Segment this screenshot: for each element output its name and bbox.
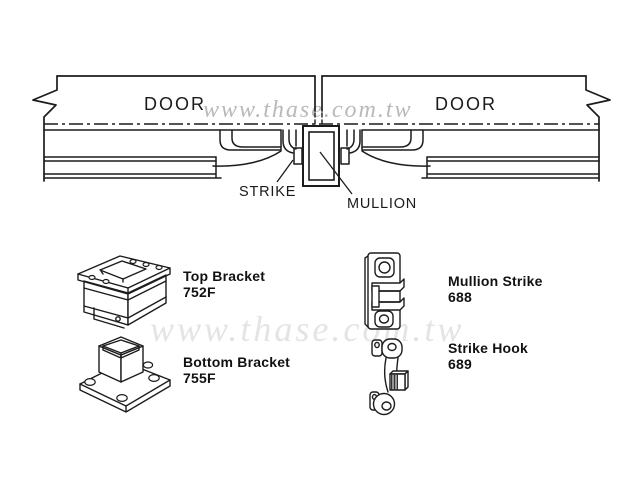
bracket-opening-depth xyxy=(100,270,124,283)
strike-bottom-hole xyxy=(378,314,390,324)
strike-top-hole xyxy=(378,261,391,274)
right-frame-sweep-curve xyxy=(361,150,431,167)
box-top-rim xyxy=(98,336,144,356)
left-frame-sweep-curve xyxy=(212,150,282,167)
strike-leader-line xyxy=(276,159,294,183)
part-name: Top Bracket xyxy=(183,268,266,284)
right-latch-prep-inner xyxy=(361,129,412,148)
door-gap-lines xyxy=(314,75,323,112)
strike-label: STRIKE xyxy=(239,184,296,200)
left-latch-prep-outer xyxy=(219,129,282,151)
mullion-label: MULLION xyxy=(347,196,417,212)
left-frame-lower-band xyxy=(43,156,222,179)
left-latch-prep-inner xyxy=(231,129,282,148)
right-door-label: DOOR xyxy=(435,94,497,114)
part-label-strike-hook: Strike Hook 689 xyxy=(448,340,528,372)
right-latch-prep-outer xyxy=(361,129,424,151)
base-flange-thickness xyxy=(79,379,171,413)
base-flange-holes xyxy=(84,361,160,402)
strike-bottom-grommet xyxy=(374,310,394,328)
top-bracket-drawing xyxy=(77,255,171,329)
left-frame-mid-lines xyxy=(43,156,217,162)
mullion-strike-drawing xyxy=(364,252,405,330)
bracket-body-seams xyxy=(83,280,167,319)
box-inner-walls xyxy=(102,345,140,359)
watermark-middle: www.thase.com.tw xyxy=(150,309,465,349)
hook-bottom-eyelet-hole xyxy=(381,401,392,411)
hook-block-hatching xyxy=(391,374,398,390)
strike-top-grommet xyxy=(374,257,395,278)
right-frame-mid-lines xyxy=(426,156,600,162)
part-model: 688 xyxy=(448,289,472,305)
right-strike-block xyxy=(340,147,350,165)
part-name: Bottom Bracket xyxy=(183,354,291,370)
part-model: 689 xyxy=(448,356,472,372)
part-label-top-bracket: Top Bracket 752F xyxy=(183,268,265,300)
right-frame-lower-band xyxy=(421,156,600,179)
mullion-inner xyxy=(308,131,335,181)
hook-top-tab-hole xyxy=(374,341,380,349)
strike-web xyxy=(371,285,380,308)
right-door-break-symbol xyxy=(585,75,611,182)
mullion-leader-line xyxy=(319,151,353,195)
part-name: Strike Hook xyxy=(448,340,528,356)
part-label-mullion-strike: Mullion Strike 688 xyxy=(448,273,543,305)
part-label-bottom-bracket: Bottom Bracket 755F xyxy=(183,354,290,386)
strike-plate-edge xyxy=(364,255,369,328)
hook-head xyxy=(381,338,403,359)
bracket-flange-thickness xyxy=(77,267,171,295)
part-name: Mullion Strike xyxy=(448,273,543,289)
strike-pocket-lines xyxy=(378,290,401,303)
strike-hook-drawing xyxy=(369,338,409,416)
hook-bottom-eyelet xyxy=(372,392,396,416)
part-model: 755F xyxy=(183,370,216,386)
bracket-flange-opening xyxy=(99,260,147,280)
door-gap-dashed-lines xyxy=(314,112,323,128)
part-model: 752F xyxy=(183,284,216,300)
left-strike-block xyxy=(293,147,303,165)
bracket-screw-hole xyxy=(115,316,121,322)
bracket-flange-holes xyxy=(88,258,163,285)
hook-head-hole xyxy=(387,342,397,352)
bracket-body-lip xyxy=(93,307,125,329)
left-door-label: DOOR xyxy=(144,94,206,114)
bottom-bracket-drawing xyxy=(79,336,171,413)
installation-diagram: DOOR DOOR STRIKE MULLION xyxy=(32,75,611,212)
left-door-break-symbol xyxy=(32,75,58,182)
